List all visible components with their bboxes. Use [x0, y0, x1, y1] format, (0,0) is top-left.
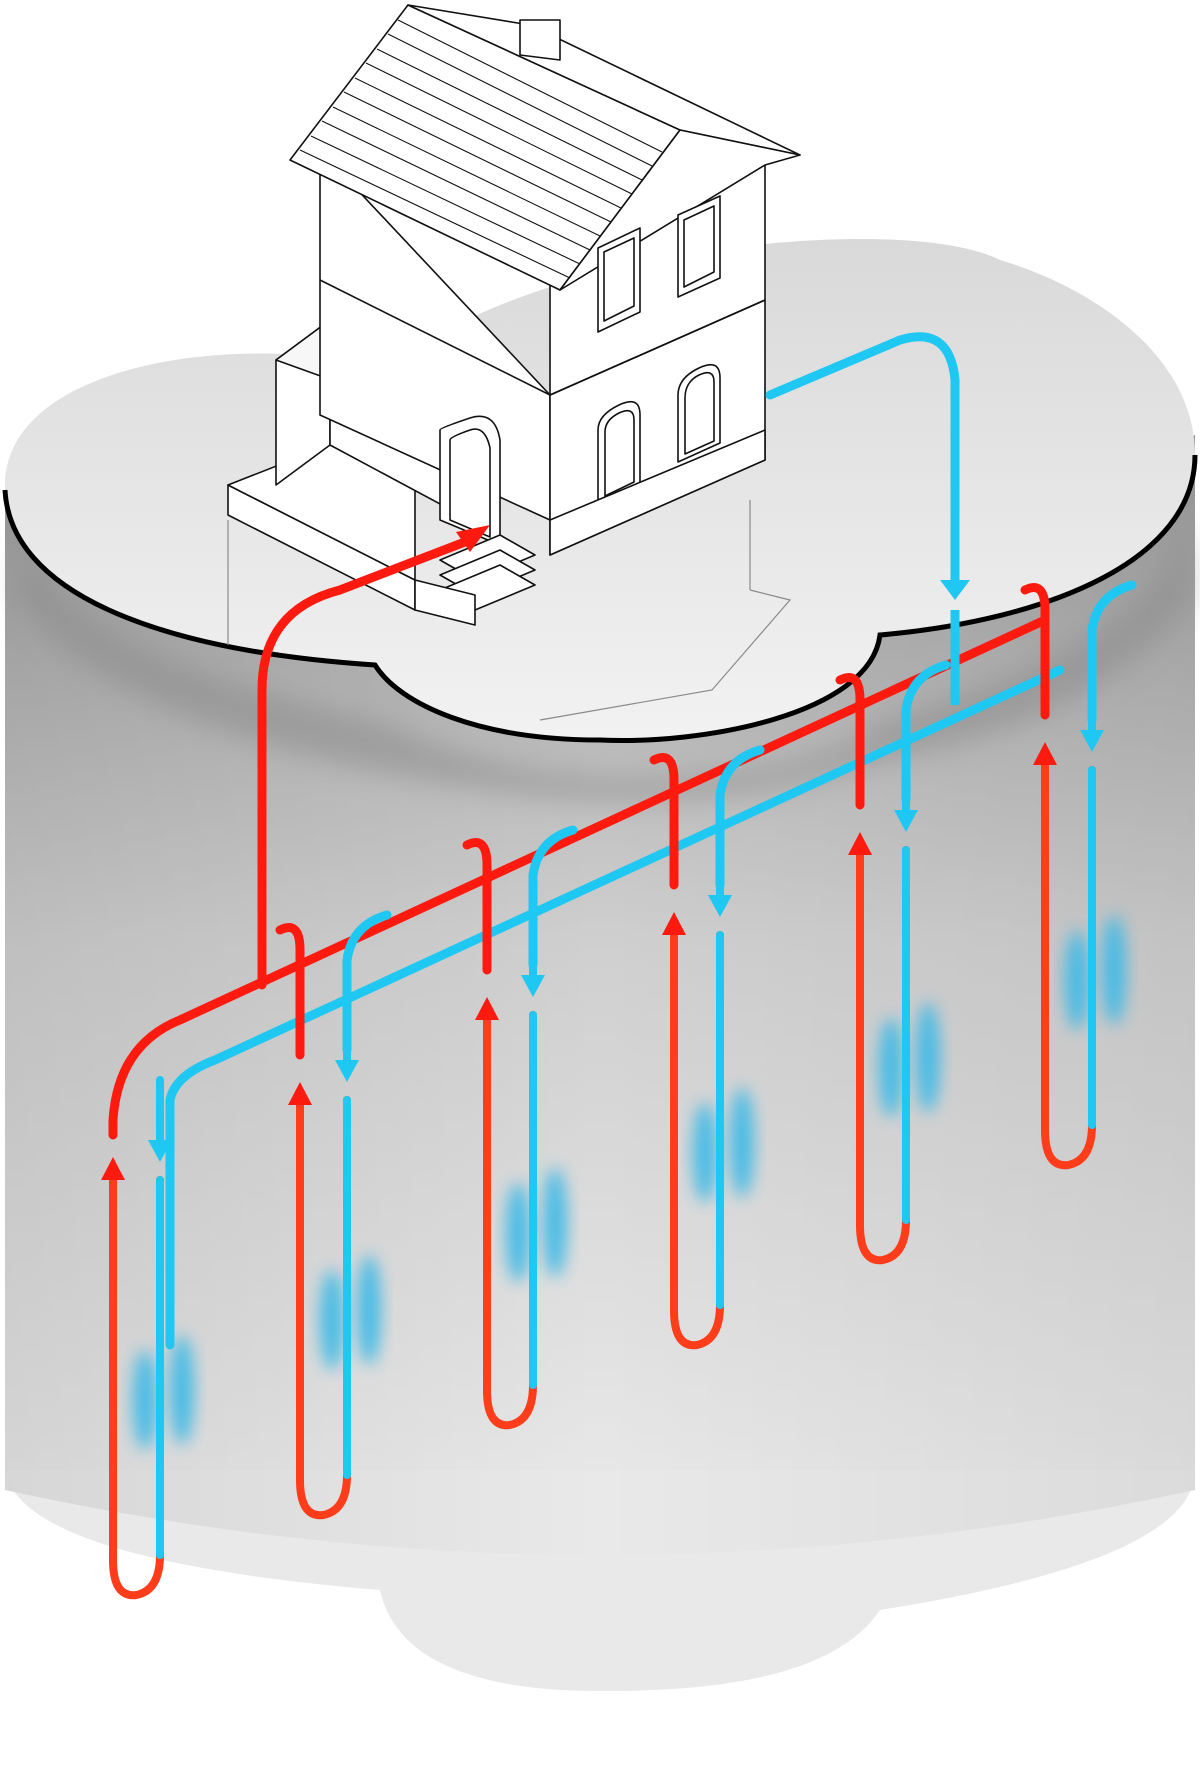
arrow-down-icon — [148, 1140, 172, 1162]
borehole-loop — [1041, 761, 1096, 1170]
heat-exchange-glow — [693, 1102, 717, 1203]
hot-branch — [1020, 583, 1050, 720]
borehole-loop — [856, 846, 910, 1265]
cold-branch — [901, 660, 951, 805]
borehole-loop — [296, 1096, 351, 1520]
heat-exchange-glow — [916, 1002, 940, 1113]
heat-exchange-glow — [543, 1167, 567, 1278]
hot-branch — [649, 753, 679, 890]
arrow-up-icon — [475, 997, 499, 1020]
borehole-loop — [670, 931, 724, 1350]
arrow-down-icon — [708, 895, 732, 917]
cold-branch — [342, 910, 392, 1055]
borehole-field — [101, 580, 1137, 1600]
arrow-down-icon — [894, 810, 918, 832]
hot-supply-line — [257, 535, 475, 990]
cold-branch — [715, 745, 765, 890]
heat-exchange-glow — [506, 1182, 530, 1283]
arrow-up-icon — [1033, 742, 1057, 765]
hot-branch — [275, 923, 305, 1060]
borehole-loop — [483, 1011, 537, 1430]
heat-exchange-glow — [1102, 915, 1126, 1025]
hot-manifold — [108, 615, 1050, 1140]
heat-exchange-glow — [879, 1017, 903, 1118]
arrow-up-icon — [288, 1082, 312, 1105]
arrow-up-icon — [101, 1157, 125, 1180]
heat-exchange-glow — [730, 1087, 754, 1198]
heat-exchange-glow — [133, 1350, 157, 1450]
arrow-up-icon — [456, 525, 490, 552]
arrow-down-icon — [1080, 730, 1104, 752]
arrow-down-icon — [335, 1060, 359, 1082]
cold-branch — [1087, 580, 1137, 725]
cold-branch — [528, 825, 578, 970]
arrow-up-icon — [662, 912, 686, 935]
cold-manifold — [165, 665, 1065, 1350]
ground-shadow — [20, 520, 1190, 800]
house-footprint — [227, 500, 792, 721]
hot-branch — [462, 838, 492, 975]
arrow-down-icon — [521, 975, 545, 997]
borehole-loop — [109, 1176, 164, 1600]
heat-exchange-glow — [1065, 930, 1089, 1030]
arrow-down-icon — [940, 580, 970, 600]
hot-branch — [835, 673, 865, 810]
ground-edge — [2, 454, 1198, 743]
arrow-up-icon — [848, 832, 872, 855]
heat-exchange-glow — [320, 1270, 344, 1370]
heat-exchange-glow — [357, 1255, 381, 1365]
cold-return-line — [765, 332, 960, 585]
house-icon — [227, 4, 801, 626]
heat-exchange-glow — [170, 1335, 194, 1445]
